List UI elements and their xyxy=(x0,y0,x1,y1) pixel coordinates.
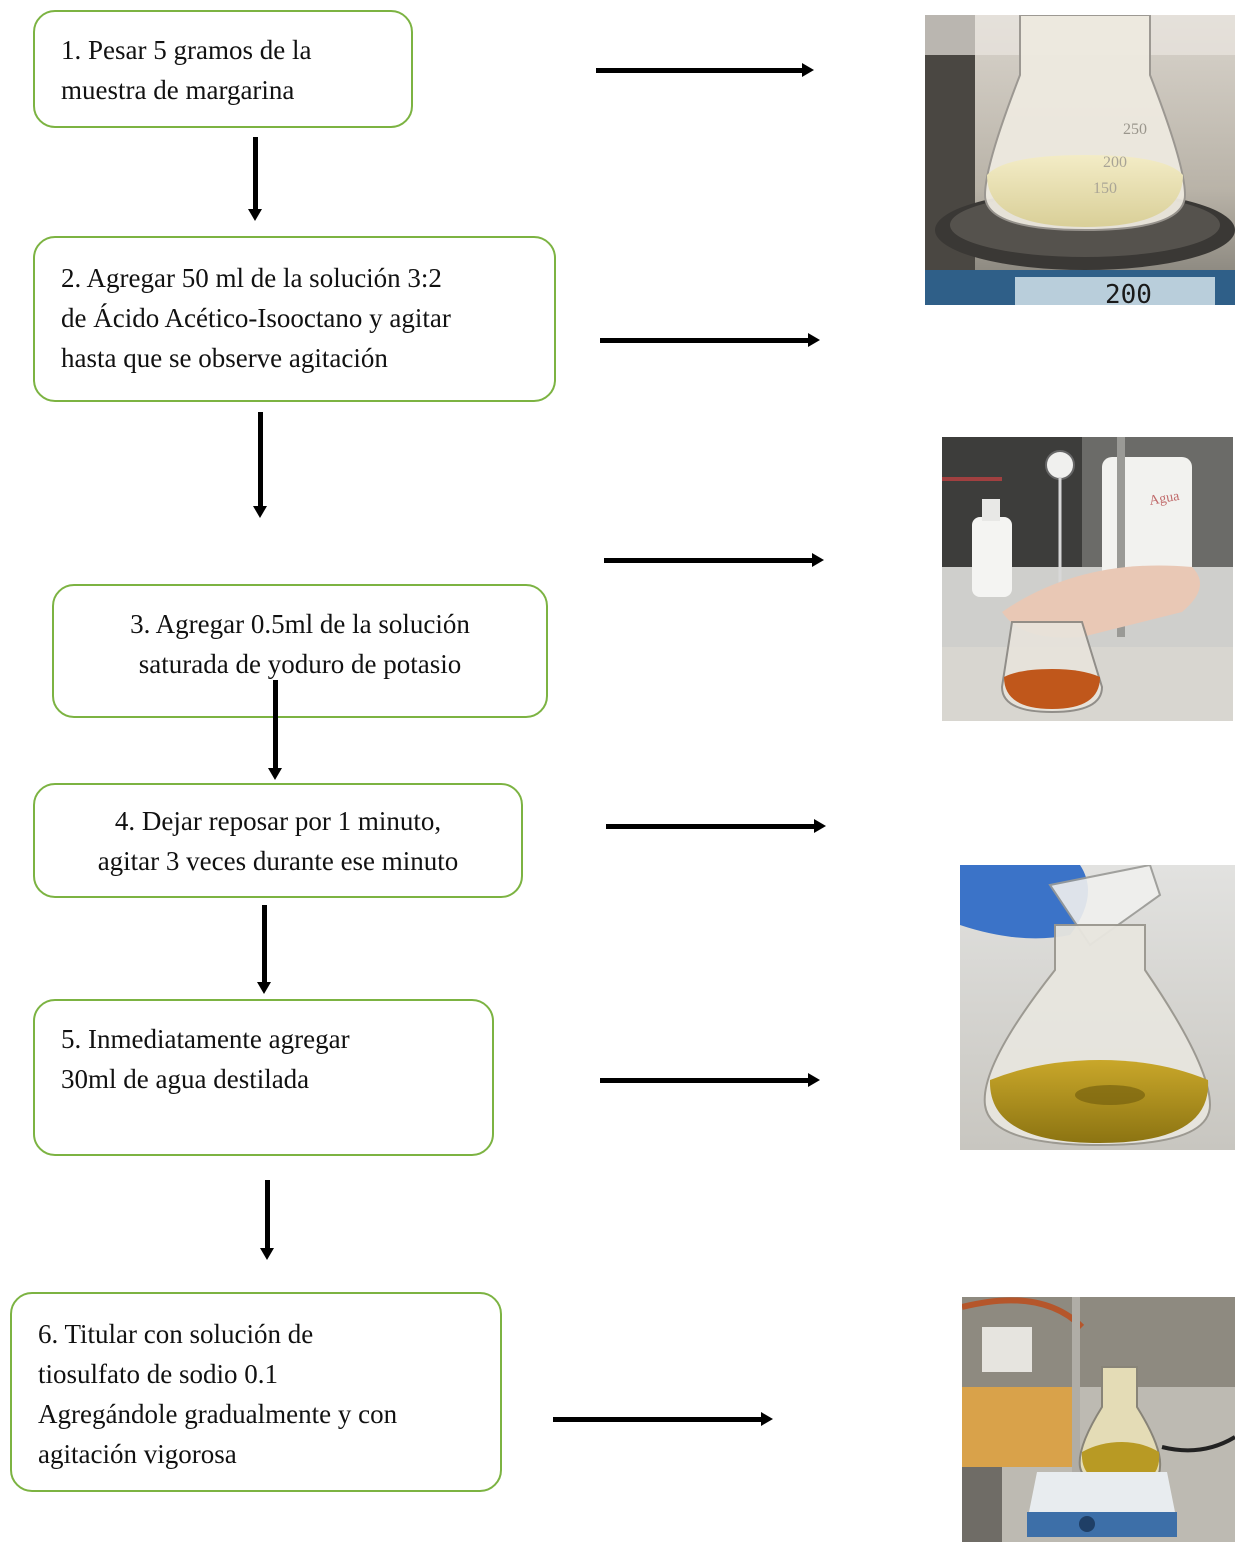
step-6-text: 6. Titular con solución de tiosulfato de… xyxy=(38,1319,398,1469)
pouring-into-flask-photo xyxy=(960,865,1235,1150)
step-5-box: 5. Inmediatamente agregar 30ml de agua d… xyxy=(33,999,494,1156)
right-arrow-4 xyxy=(606,819,826,833)
right-arrow-5 xyxy=(600,1073,820,1087)
step-2-box: 2. Agregar 50 ml de la solución 3:2 de Á… xyxy=(33,236,556,402)
down-arrow-3-4 xyxy=(268,680,282,780)
step-1-box: 1. Pesar 5 gramos de la muestra de marga… xyxy=(33,10,413,128)
down-arrow-4-5 xyxy=(257,905,271,994)
step-4-box: 4. Dejar reposar por 1 minuto, agitar 3 … xyxy=(33,783,523,898)
right-arrow-1 xyxy=(596,63,814,77)
right-arrow-3 xyxy=(604,553,824,567)
flask-mark-250: 250 xyxy=(1123,121,1147,138)
step-1-text: 1. Pesar 5 gramos de la muestra de marga… xyxy=(61,35,312,105)
flask-on-balance-photo: 250 200 150 200 xyxy=(925,15,1235,305)
down-arrow-1-2 xyxy=(248,137,262,221)
step-5-text: 5. Inmediatamente agregar 30ml de agua d… xyxy=(61,1024,350,1094)
bottle-label: Agua xyxy=(1148,489,1181,509)
flask-mark-150: 150 xyxy=(1093,180,1117,197)
pipette-adding-solution-photo: Agua xyxy=(942,437,1233,721)
flask-mark-200: 200 xyxy=(1103,154,1127,171)
step-2-text: 2. Agregar 50 ml de la solución 3:2 de Á… xyxy=(61,263,451,373)
down-arrow-5-6 xyxy=(260,1180,274,1260)
down-arrow-2-3 xyxy=(253,412,267,518)
titration-setup-photo xyxy=(962,1297,1235,1542)
step-6-box: 6. Titular con solución de tiosulfato de… xyxy=(10,1292,502,1492)
balance-display-reading: 200 xyxy=(1105,280,1152,305)
step-3-box: 3. Agregar 0.5ml de la solución saturada… xyxy=(52,584,548,718)
right-arrow-6 xyxy=(553,1412,773,1426)
step-4-text: 4. Dejar reposar por 1 minuto, agitar 3 … xyxy=(97,806,459,876)
right-arrow-2 xyxy=(600,333,820,347)
step-3-text: 3. Agregar 0.5ml de la solución saturada… xyxy=(130,609,470,679)
